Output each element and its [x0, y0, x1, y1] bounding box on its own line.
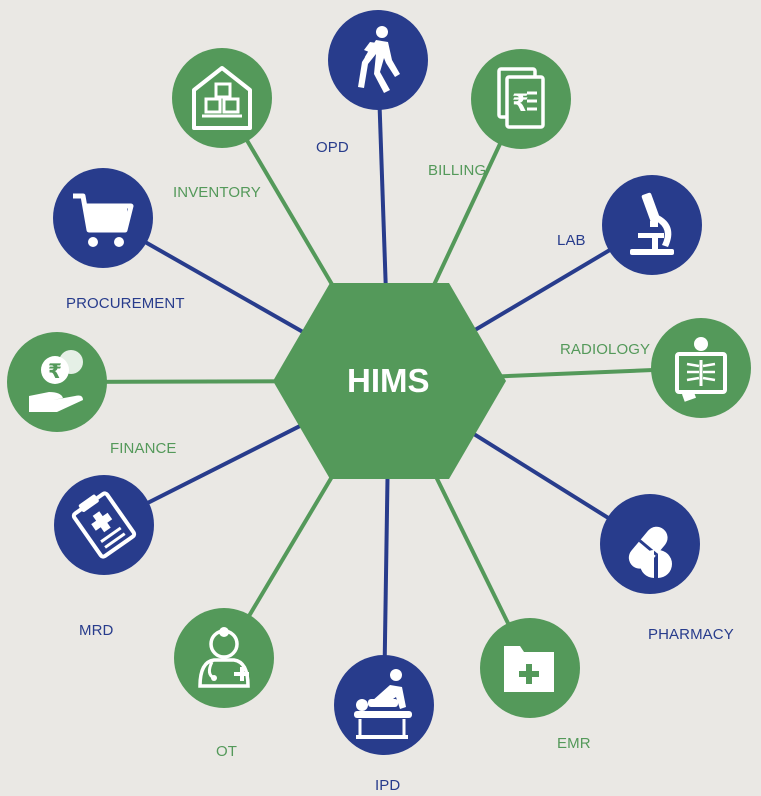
svg-text:₹: ₹	[48, 359, 62, 383]
module-label-ipd: IPD	[375, 777, 401, 794]
clipboard-icon	[71, 491, 137, 559]
module-node-pharmacy	[600, 494, 700, 594]
module-label-mrd: MRD	[79, 622, 114, 639]
rupee-invoice-icon: ₹	[497, 67, 545, 129]
module-node-mrd	[54, 475, 154, 575]
module-label-pharmacy: PHARMACY	[648, 626, 734, 643]
microscope-icon	[630, 192, 674, 255]
module-node-lab	[602, 175, 702, 275]
rupee-hand-icon: ₹	[29, 350, 83, 412]
warehouse-icon	[192, 66, 252, 130]
module-node-ot	[174, 608, 274, 708]
module-node-finance: ₹	[7, 332, 107, 432]
module-label-finance: FINANCE	[110, 440, 177, 457]
module-node-opd	[328, 10, 428, 110]
center-hexagon	[273, 283, 506, 479]
module-label-procurement: PROCUREMENT	[66, 295, 185, 312]
module-label-billing: BILLING	[428, 162, 487, 179]
module-node-procurement	[53, 168, 153, 268]
svg-text:₹: ₹	[512, 89, 529, 117]
module-node-emr	[480, 618, 580, 718]
module-label-inventory: INVENTORY	[173, 184, 261, 201]
module-node-inventory	[172, 48, 272, 148]
module-node-ipd	[334, 655, 434, 755]
module-node-radiology	[651, 318, 751, 418]
surgeon-icon	[198, 627, 250, 688]
xray-icon	[675, 337, 727, 402]
module-label-ot: OT	[216, 743, 238, 760]
shopping-cart-icon	[73, 193, 134, 247]
module-label-opd: OPD	[316, 139, 349, 156]
walking-patient-icon	[358, 26, 400, 93]
module-label-emr: EMR	[557, 735, 591, 752]
module-label-radiology: RADIOLOGY	[560, 341, 651, 358]
pills-icon	[628, 526, 672, 578]
medical-folder-icon	[504, 646, 554, 692]
module-label-lab: LAB	[557, 232, 586, 249]
center-label: HIMS	[347, 362, 430, 399]
patient-bed-icon	[354, 669, 412, 739]
module-node-billing: ₹	[471, 49, 571, 149]
